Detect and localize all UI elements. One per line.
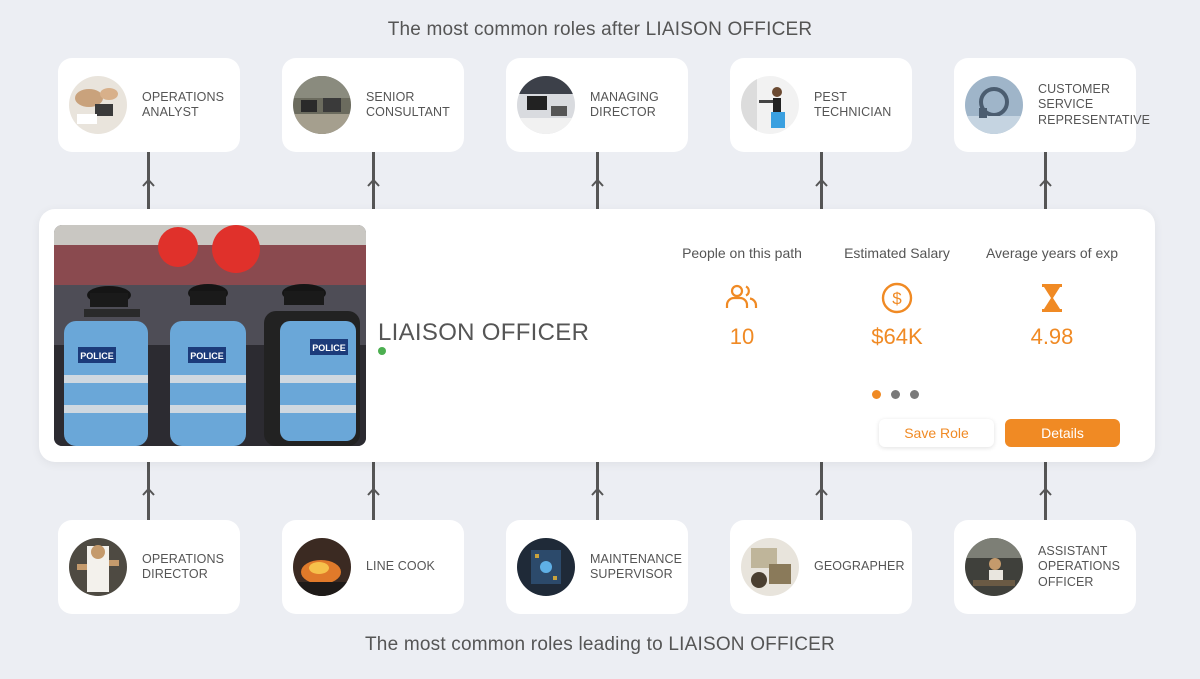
- role-label: GEOGRAPHER: [814, 559, 905, 574]
- role-card-pest-technician[interactable]: PEST TECHNICIAN: [730, 58, 912, 152]
- carousel-pagination: [872, 390, 919, 399]
- role-card-line-cook[interactable]: LINE COOK: [282, 520, 464, 614]
- people-icon: [667, 282, 817, 316]
- pagination-dot[interactable]: [910, 390, 919, 399]
- current-role-title: LIAISON OFFICER: [378, 319, 590, 346]
- role-card-operations-director[interactable]: OPERATIONS DIRECTOR: [58, 520, 240, 614]
- role-thumbnail: [965, 76, 1023, 134]
- role-card-geographer[interactable]: GEOGRAPHER: [730, 520, 912, 614]
- current-role-card: POLICE POLICE POLICE LIAISON OFFICER Peo…: [39, 209, 1155, 462]
- details-button[interactable]: Details: [1005, 419, 1120, 447]
- role-card-managing-director[interactable]: MANAGING DIRECTOR: [506, 58, 688, 152]
- role-label: MANAGING DIRECTOR: [590, 89, 659, 120]
- stat-value: $64K: [871, 324, 923, 349]
- stat-estimated-salary: Estimated Salary $ $64K: [822, 245, 972, 350]
- dollar-circle-icon: $: [822, 282, 972, 316]
- connector-line: [147, 462, 150, 520]
- role-thumbnail: [741, 538, 799, 596]
- role-thumbnail: [69, 76, 127, 134]
- stat-label: People on this path: [682, 245, 802, 261]
- role-label: MAINTENANCE SUPERVISOR: [590, 551, 683, 582]
- hero-image: POLICE POLICE POLICE: [54, 225, 366, 446]
- arrow-up-icon: [367, 178, 380, 187]
- save-role-button[interactable]: Save Role: [879, 419, 994, 447]
- role-card-assistant-operations-officer[interactable]: ASSISTANT OPERATIONS OFFICER: [954, 520, 1136, 614]
- role-thumbnail: [517, 538, 575, 596]
- role-label: OPERATIONS ANALYST: [142, 89, 225, 120]
- stat-value: 4.98: [1030, 324, 1074, 349]
- role-label: CUSTOMER SERVICE REPRESENTATIVE: [1038, 81, 1151, 127]
- role-thumbnail: [517, 76, 575, 134]
- pagination-dot[interactable]: [872, 390, 881, 399]
- role-thumbnail: [965, 538, 1023, 596]
- arrow-up-icon: [1039, 178, 1052, 187]
- svg-text:$: $: [892, 289, 902, 308]
- stat-people-on-path: People on this path 10: [667, 245, 817, 350]
- previous-roles-heading: The most common roles leading to LIAISON…: [365, 634, 835, 655]
- role-thumbnail: [741, 76, 799, 134]
- connector-line: [1044, 462, 1047, 520]
- pagination-dot[interactable]: [891, 390, 900, 399]
- role-label: PEST TECHNICIAN: [814, 89, 892, 120]
- stat-value: 10: [729, 324, 755, 349]
- role-label: OPERATIONS DIRECTOR: [142, 551, 225, 582]
- svg-text:POLICE: POLICE: [312, 343, 346, 353]
- connector-line: [820, 462, 823, 520]
- stat-average-years: Average years of exp 4.98: [977, 245, 1127, 350]
- svg-text:POLICE: POLICE: [80, 351, 114, 361]
- connector-line: [372, 462, 375, 520]
- arrow-up-icon: [591, 178, 604, 187]
- role-label: ASSISTANT OPERATIONS OFFICER: [1038, 543, 1121, 589]
- role-card-operations-analyst[interactable]: OPERATIONS ANALYST: [58, 58, 240, 152]
- hourglass-icon: [977, 282, 1127, 316]
- role-thumbnail: [293, 538, 351, 596]
- next-roles-heading: The most common roles after LIAISON OFFI…: [387, 19, 813, 40]
- role-thumbnail: [293, 76, 351, 134]
- connector-line: [596, 462, 599, 520]
- stat-label: Estimated Salary: [844, 245, 950, 261]
- arrow-up-icon: [142, 178, 155, 187]
- role-label: SENIOR CONSULTANT: [366, 89, 450, 120]
- status-indicator: [378, 347, 386, 355]
- role-card-maintenance-supervisor[interactable]: MAINTENANCE SUPERVISOR: [506, 520, 688, 614]
- stat-label: Average years of exp: [985, 245, 1119, 261]
- role-card-senior-consultant[interactable]: SENIOR CONSULTANT: [282, 58, 464, 152]
- role-label: LINE COOK: [366, 559, 435, 574]
- role-thumbnail: [69, 538, 127, 596]
- role-card-customer-service-representative[interactable]: CUSTOMER SERVICE REPRESENTATIVE: [954, 58, 1150, 152]
- svg-text:POLICE: POLICE: [190, 351, 224, 361]
- arrow-up-icon: [815, 178, 828, 187]
